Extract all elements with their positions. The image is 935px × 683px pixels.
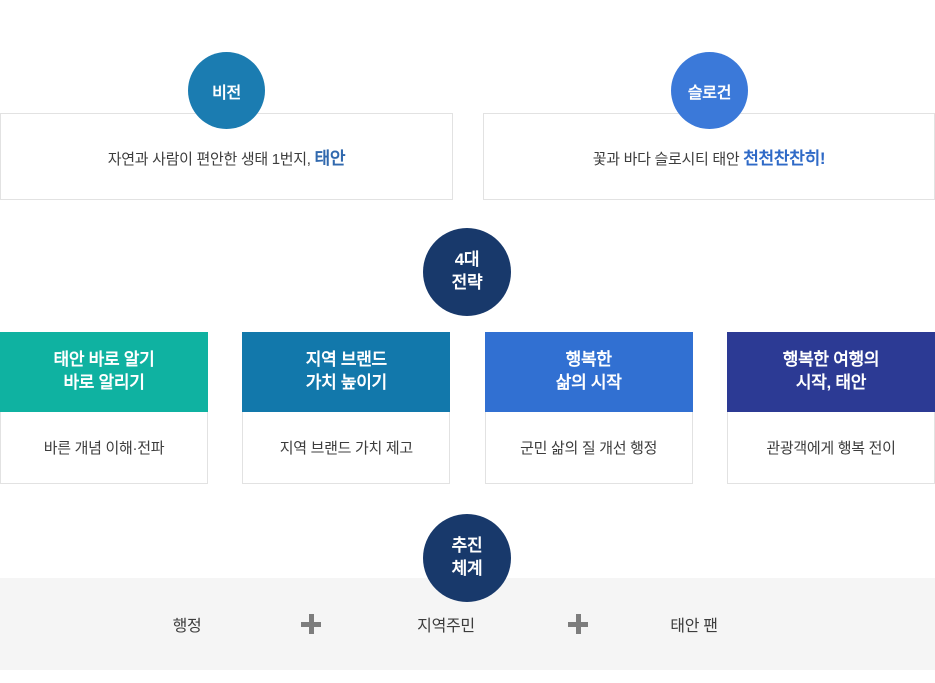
system-badge: 추진 체계 — [423, 514, 511, 602]
strategy-card-3: 행복한 삶의 시작 군민 삶의 질 개선 행정 — [484, 332, 693, 484]
system-item-fans: 태안 팬 — [670, 618, 718, 635]
strategy-card-1-title-line1: 태안 바로 알기 — [53, 350, 155, 370]
strategy-card-4-desc: 관광객에게 행복 전이 — [726, 412, 935, 484]
system-badge-line1: 추진 — [451, 536, 483, 556]
strategy-card-1-title: 태안 바로 알기 바로 알리기 — [0, 332, 208, 412]
plus-icon — [568, 614, 588, 634]
system-item-admin: 행정 — [172, 618, 202, 635]
strategy-card-4: 행복한 여행의 시작, 태안 관광객에게 행복 전이 — [726, 332, 935, 484]
strategy-card-4-title: 행복한 여행의 시작, 태안 — [726, 332, 935, 412]
strategy-card-3-title-line1: 행복한 — [565, 350, 612, 370]
slogan-text-prefix: 꽃과 바다 슬로시티 태안 — [592, 151, 744, 168]
vision-text-highlight: 태안 — [314, 149, 346, 168]
strategy-card-2-title-line1: 지역 브랜드 — [305, 350, 387, 370]
slogan-badge: 슬로건 — [671, 52, 748, 129]
strategy-card-2: 지역 브랜드 가치 높이기 지역 브랜드 가치 제고 — [242, 332, 451, 484]
slogan-text-highlight: 천천찬찬히! — [743, 149, 826, 168]
vision-text-prefix: 자연과 사람이 편안한 생태 1번지, — [107, 151, 315, 168]
strategy-card-3-title: 행복한 삶의 시작 — [484, 332, 693, 412]
strategy-card-2-desc: 지역 브랜드 가치 제고 — [242, 412, 451, 484]
strategy-card-1-desc: 바른 개념 이해·전파 — [0, 412, 208, 484]
vision-text: 자연과 사람이 편안한 생태 1번지, 태안 — [107, 144, 346, 169]
strategy-card-4-title-line1: 행복한 여행의 — [782, 350, 880, 370]
strategies-badge: 4대 전략 — [423, 228, 511, 316]
vision-badge: 비전 — [188, 52, 265, 129]
strategy-card-3-title-line2: 삶의 시작 — [555, 373, 622, 392]
strategy-card-2-title-line2: 가치 높이기 — [305, 373, 387, 392]
strategy-card-3-desc: 군민 삶의 질 개선 행정 — [484, 412, 693, 484]
slogan-text: 꽃과 바다 슬로시티 태안 천천찬찬히! — [593, 144, 826, 169]
system-badge-line2: 체계 — [451, 559, 483, 578]
system-item-residents: 지역주민 — [417, 618, 475, 635]
strategy-card-1: 태안 바로 알기 바로 알리기 바른 개념 이해·전파 — [0, 332, 208, 484]
strategies-badge-line2: 전략 — [451, 273, 483, 292]
strategy-card-1-title-line2: 바로 알리기 — [63, 373, 145, 392]
plus-icon — [301, 614, 321, 634]
strategy-card-4-title-line2: 시작, 태안 — [795, 373, 867, 392]
strategies-badge-line1: 4대 — [454, 250, 480, 270]
strategy-row: 태안 바로 알기 바로 알리기 바른 개념 이해·전파 지역 브랜드 가치 높이… — [0, 332, 935, 484]
strategy-card-2-title: 지역 브랜드 가치 높이기 — [242, 332, 451, 412]
